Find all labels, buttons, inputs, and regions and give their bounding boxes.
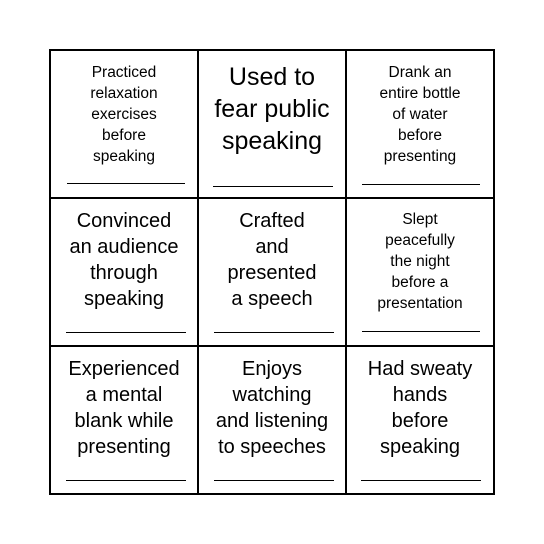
bingo-cell[interactable]: Slept peacefully the night before a pres… bbox=[347, 199, 495, 347]
bingo-cell[interactable]: Used to fear public speaking bbox=[199, 51, 347, 199]
cell-text: Slept peacefully the night before a pres… bbox=[377, 211, 463, 312]
signature-line[interactable] bbox=[361, 480, 481, 481]
cell-text: Convinced an audience through speaking bbox=[69, 210, 179, 310]
cell-text: Practiced relaxation exercises before sp… bbox=[90, 64, 158, 165]
cell-text: Used to fear public speaking bbox=[214, 63, 330, 155]
signature-line[interactable] bbox=[362, 184, 480, 185]
bingo-cell[interactable]: Enjoys watching and listening to speeche… bbox=[199, 347, 347, 495]
signature-line[interactable] bbox=[214, 332, 334, 333]
signature-line[interactable] bbox=[213, 186, 333, 187]
bingo-board: Practiced relaxation exercises before sp… bbox=[49, 49, 495, 495]
cell-text: Had sweaty hands before speaking bbox=[367, 358, 473, 458]
cell-text: Crafted and presented a speech bbox=[227, 210, 317, 310]
bingo-cell[interactable]: Convinced an audience through speaking bbox=[51, 199, 199, 347]
signature-line[interactable] bbox=[66, 332, 186, 333]
signature-line[interactable] bbox=[214, 480, 334, 481]
cell-text: Drank an entire bottle of water before p… bbox=[379, 64, 461, 165]
cell-text: Experienced a mental blank while present… bbox=[68, 358, 180, 458]
bingo-cell[interactable]: Experienced a mental blank while present… bbox=[51, 347, 199, 495]
signature-line[interactable] bbox=[66, 480, 186, 481]
signature-line[interactable] bbox=[67, 183, 185, 184]
cell-text: Enjoys watching and listening to speeche… bbox=[215, 358, 329, 458]
signature-line[interactable] bbox=[362, 331, 480, 332]
bingo-cell[interactable]: Had sweaty hands before speaking bbox=[347, 347, 495, 495]
bingo-cell[interactable]: Crafted and presented a speech bbox=[199, 199, 347, 347]
bingo-cell[interactable]: Practiced relaxation exercises before sp… bbox=[51, 51, 199, 199]
bingo-cell[interactable]: Drank an entire bottle of water before p… bbox=[347, 51, 495, 199]
